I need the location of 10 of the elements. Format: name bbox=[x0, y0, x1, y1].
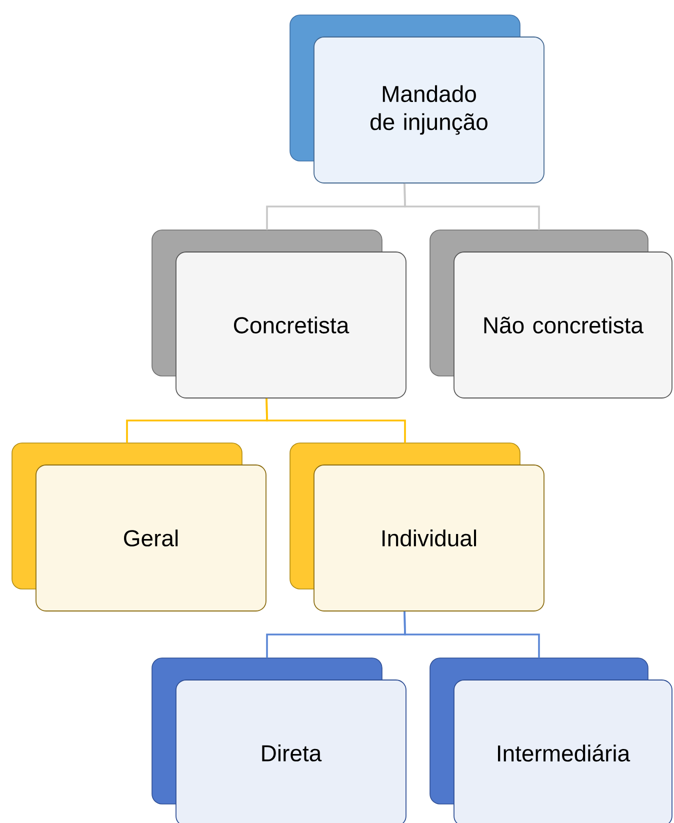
org-chart-box: Individual bbox=[290, 442, 544, 612]
org-chart-box: Mandado de injunção bbox=[290, 14, 544, 184]
org-chart-box: Concretista bbox=[152, 230, 406, 398]
connector-line bbox=[404, 611, 540, 658]
connector-line bbox=[404, 183, 540, 230]
org-chart-box: Direta bbox=[152, 658, 406, 823]
org-chart-box: Intermediária bbox=[430, 658, 672, 823]
connector-line bbox=[266, 398, 406, 443]
org-chart-box: Geral bbox=[12, 442, 266, 612]
org-chart-box: Não concretista bbox=[430, 230, 672, 398]
